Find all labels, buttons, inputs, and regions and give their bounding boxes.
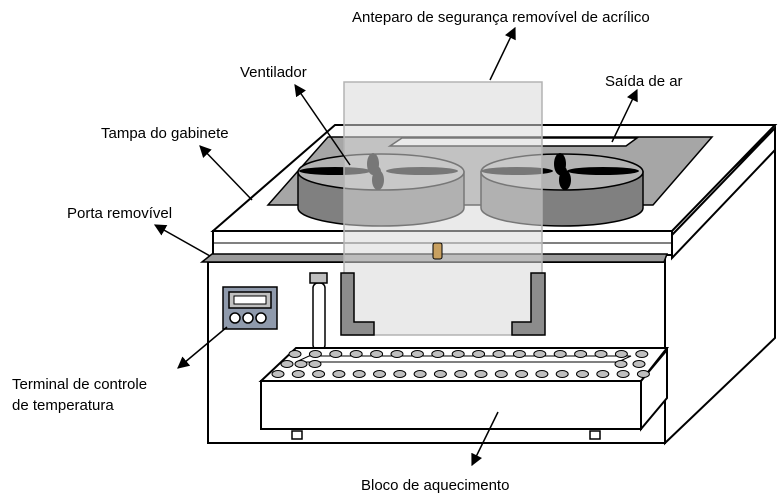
block-hole [614,350,628,358]
block-hole [454,370,468,378]
block-hole [291,370,305,378]
acrylic-shield [343,81,543,336]
block-hole [596,370,610,378]
block-hole [370,350,384,358]
label-temp-control-line2: de temperatura [12,397,114,414]
block-hole [332,370,346,378]
test-tube [309,272,328,351]
block-hole [410,350,424,358]
arrow-cabinet-lid [199,145,253,201]
block-holes [271,350,650,378]
temperature-controller [222,286,278,330]
label-temp-control-line1: Terminal de controle [12,376,147,393]
arrow-removable-door [153,224,211,257]
label-removable-door: Porta removível [67,205,172,222]
block-hole [413,370,427,378]
block-hole [308,350,322,358]
block-hole [492,350,506,358]
block-hole [329,350,343,358]
block-hole [308,360,322,368]
leader-lines [153,26,638,467]
block-hole [533,350,547,358]
block-hole [494,370,508,378]
block-hole [616,370,630,378]
block-hole [451,350,465,358]
block-hole [474,370,488,378]
block-hole [312,370,326,378]
heating-block [258,347,670,432]
block-hole [431,350,445,358]
block-hole [280,360,294,368]
arrow-heating-block [471,411,499,467]
block-hole [512,350,526,358]
block-hole [352,370,366,378]
block-hole [271,370,285,378]
block-hole [472,350,486,358]
block-hole [393,370,407,378]
block-hole [515,370,529,378]
block-hole [288,350,302,358]
arrow-air-outlet [611,88,638,143]
block-hole [294,360,308,368]
block-hole [555,370,569,378]
block-hole [373,370,386,378]
shield-bracket-right [511,272,546,336]
block-hole [553,350,567,358]
block-hole [594,350,608,358]
block-hole [574,350,588,358]
block-hole [576,370,589,378]
block-hole [390,350,404,358]
arrow-shield [489,26,516,81]
block-hole [349,350,363,358]
block-hole [535,370,549,378]
arrow-temp-control [177,326,228,369]
label-fan: Ventilador [240,64,307,81]
block-hole [632,360,646,368]
label-heating-block: Bloco de aquecimento [361,477,509,494]
block-hole [433,370,447,378]
block-hole [635,350,649,358]
label-air-outlet: Saída de ar [605,73,683,90]
block-hole [614,360,628,368]
block-hole [636,370,650,378]
label-cabinet-lid: Tampa do gabinete [101,125,229,142]
label-shield: Anteparo de segurança removível de acríl… [352,9,650,26]
arrow-fan [294,84,351,166]
shield-bracket-left [340,272,375,336]
